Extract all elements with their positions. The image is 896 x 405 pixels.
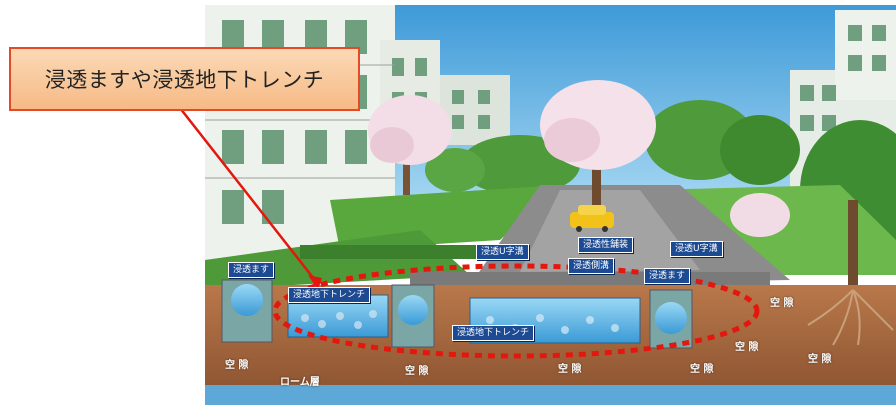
label-soil-5: 空 隙 [735,342,759,353]
car [570,205,614,232]
label-road: 浸透側溝 [568,258,615,274]
label-trench-left: 浸透地下トレンチ [288,287,371,303]
callout-pointer [179,107,319,285]
label-trench-center: 浸透地下トレンチ [452,325,535,341]
hedge [300,245,480,259]
label-loam: ローム層 [280,377,320,388]
label-parking: 浸透性舗装 [578,237,634,253]
masu-right [649,289,693,349]
label-soil-7: 空 隙 [808,354,832,365]
label-pavement-right: 浸透U字溝 [670,241,723,257]
label-soil-6: 空 隙 [770,298,794,309]
masu-middle [391,284,435,348]
cherry-trees [368,80,858,290]
label-masu-right: 浸透ます [644,268,691,284]
tree-roots [807,289,894,346]
masu-left [221,279,273,343]
label-soil-4: 空 隙 [690,364,714,375]
callout-arrowhead [308,275,322,290]
groundwater [205,385,896,405]
callout-label: 浸透ますや浸透地下トレンチ [9,47,360,111]
label-masu-left: 浸透ます [228,262,275,278]
trench-highlight-outline [272,263,760,359]
label-pavement-left: 浸透U字溝 [476,244,529,260]
label-soil-3: 空 隙 [558,364,582,375]
label-soil-2: 空 隙 [405,366,429,377]
label-soil-1: 空 隙 [225,360,249,371]
